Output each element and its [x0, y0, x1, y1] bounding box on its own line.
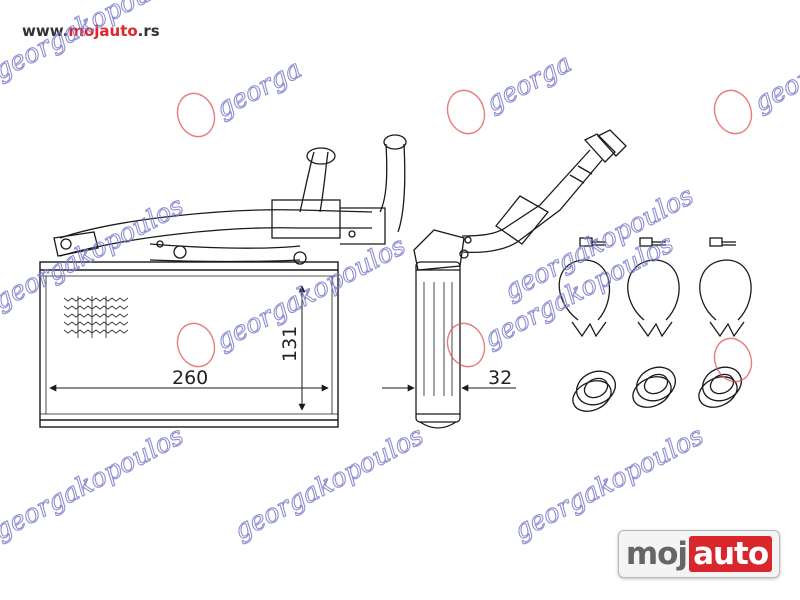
- accessory-parts: [558, 237, 752, 412]
- bolt-1: [579, 237, 606, 247]
- inlet-outlet-pipes: [53, 134, 407, 265]
- watermark-text: georgakopoulos: [229, 421, 429, 546]
- clamp-2: [627, 259, 680, 338]
- clamp-3: [699, 259, 752, 338]
- watermark-text: georga: [481, 48, 577, 118]
- heater-core-side-view: [413, 129, 627, 429]
- dimension-lines-main: [49, 285, 329, 411]
- dimension-height-label: 131: [279, 326, 301, 362]
- bolt-2: [639, 237, 666, 247]
- site-url-brand: mojauto: [68, 22, 138, 40]
- site-url[interactable]: www.mojauto.rs: [22, 22, 160, 40]
- clamp-1: [558, 259, 611, 338]
- site-url-prefix: www.: [22, 22, 69, 40]
- watermark-text: georgakopoulos: [0, 0, 189, 86]
- heater-core-front-view: [39, 261, 339, 428]
- seal-ring-3: [698, 366, 742, 408]
- watermark-layer: georga georga georga georgakopoulos geor…: [0, 0, 800, 547]
- seal-ring-2: [632, 366, 676, 408]
- fin-pattern: [63, 296, 129, 338]
- watermark-text: georgakopoulos: [0, 421, 189, 546]
- logo-moj-text: moj: [625, 536, 688, 572]
- bolt-3: [709, 237, 736, 247]
- dimension-depth-label: 32: [488, 367, 512, 389]
- watermark-text: georga: [211, 54, 307, 124]
- watermark-text: georgakopoulos: [509, 421, 709, 546]
- seal-ring-1: [572, 370, 616, 412]
- logo-auto-text: auto: [689, 536, 773, 572]
- dimension-width-label: 260: [172, 367, 208, 389]
- site-url-suffix: .rs: [137, 22, 160, 40]
- watermark-text: georgakopoulos: [211, 231, 411, 356]
- watermark-text: georgakopoulos: [0, 191, 189, 316]
- watermark-logo-mark: [176, 89, 753, 383]
- watermark-text: georga: [749, 48, 800, 118]
